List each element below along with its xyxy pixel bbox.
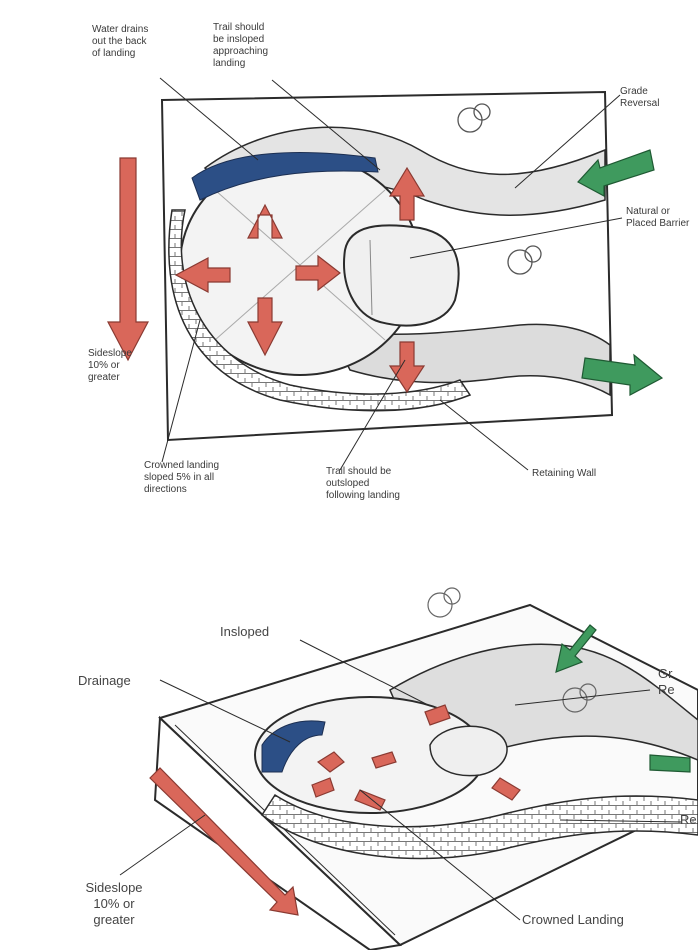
label-grade-reversal: Grade Reversal: [620, 86, 690, 110]
top-plan-diagram: [108, 78, 662, 470]
label-grade-reversal-bottom: Gr Re: [658, 666, 698, 698]
label-natural-barrier: Natural or Placed Barrier: [626, 206, 696, 230]
label-retaining-wall-top: Retaining Wall: [532, 468, 642, 480]
label-water-drains: Water drains out the back of landing: [92, 24, 182, 60]
bottom-barrier-rock: [430, 726, 507, 775]
label-crowned-landing-top: Crowned landing sloped 5% in all directi…: [144, 460, 254, 496]
bottom-green-arrow-out: [650, 755, 690, 772]
label-insloped: Insloped: [220, 624, 310, 640]
bottom-3d-diagram: [120, 588, 698, 950]
label-sideslope-top: Sideslope 10% or greater: [88, 348, 158, 384]
label-insloped-approach: Trail should be insloped approaching lan…: [213, 22, 303, 70]
label-drainage: Drainage: [78, 673, 168, 689]
top-barrier-rock: [344, 225, 459, 325]
top-sideslope-arrow: [108, 158, 148, 360]
label-sideslope-bottom: Sideslope 10% or greater: [74, 880, 154, 928]
label-outsloped: Trail should be outsloped following land…: [326, 466, 436, 502]
label-retaining-bottom: Re: [680, 812, 698, 828]
label-crowned-landing-bottom: Crowned Landing: [522, 912, 672, 928]
